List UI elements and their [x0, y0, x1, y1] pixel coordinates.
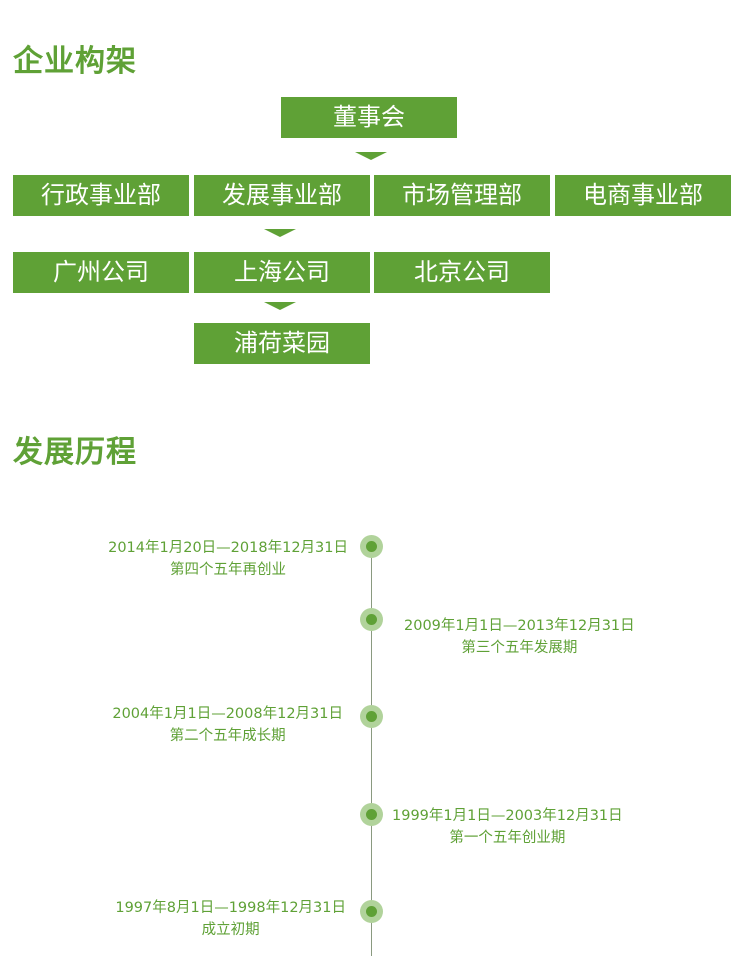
- arrow-down-icon: [264, 302, 296, 310]
- org-node-company: 北京公司: [374, 252, 550, 293]
- arrow-down-icon: [264, 229, 296, 237]
- timeline-event: 2004年1月1日—2008年12月31日第二个五年成长期: [112, 703, 343, 747]
- timeline-event: 1999年1月1日—2003年12月31日第一个五年创业期: [392, 805, 623, 849]
- event-date: 2014年1月20日—2018年12月31日: [108, 540, 348, 556]
- event-date: 2009年1月1日—2013年12月31日: [404, 618, 635, 634]
- org-node-company: 广州公司: [13, 252, 189, 293]
- org-node-board: 董事会: [281, 97, 457, 138]
- timeline-event: 2014年1月20日—2018年12月31日第四个五年再创业: [108, 537, 348, 581]
- timeline-dot-icon: [360, 535, 383, 558]
- event-date: 1997年8月1日—1998年12月31日: [115, 900, 346, 916]
- timeline-event: 2009年1月1日—2013年12月31日第三个五年发展期: [404, 615, 635, 659]
- org-node-dept: 电商事业部: [555, 175, 731, 216]
- timeline-dot-icon: [360, 900, 383, 923]
- timeline-dot-icon: [360, 705, 383, 728]
- org-node-dept: 市场管理部: [374, 175, 550, 216]
- event-label: 第一个五年创业期: [449, 830, 566, 846]
- event-label: 第三个五年发展期: [461, 640, 578, 656]
- event-label: 第四个五年再创业: [170, 562, 287, 578]
- history-title: 发展历程: [13, 435, 137, 470]
- timeline-line: [371, 546, 372, 956]
- timeline-dot-icon: [360, 608, 383, 631]
- org-node-company: 上海公司: [194, 252, 370, 293]
- arrow-down-icon: [355, 152, 387, 160]
- org-title: 企业构架: [13, 44, 137, 79]
- timeline-dot-icon: [360, 803, 383, 826]
- timeline-event: 1997年8月1日—1998年12月31日成立初期: [115, 897, 346, 941]
- event-label: 第二个五年成长期: [169, 728, 286, 744]
- org-node-dept: 行政事业部: [13, 175, 189, 216]
- event-date: 1999年1月1日—2003年12月31日: [392, 808, 623, 824]
- org-node-sub: 浦荷菜园: [194, 323, 370, 364]
- org-node-dept: 发展事业部: [194, 175, 370, 216]
- event-label: 成立初期: [201, 922, 260, 938]
- event-date: 2004年1月1日—2008年12月31日: [112, 706, 343, 722]
